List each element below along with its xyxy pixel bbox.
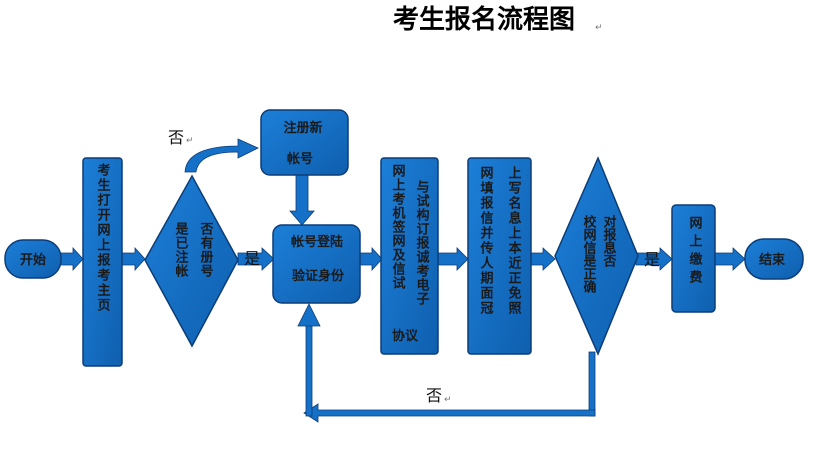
label-yes-login: 是 [244, 249, 260, 268]
node-start-label: 开始 [20, 252, 46, 268]
node-check-registered-right: 否有册号 [198, 222, 215, 278]
diagram-title: 考生报名流程图 [393, 4, 575, 35]
loop-arrow-up-head [297, 303, 321, 327]
node-open-page: 考生打开网上报考主页 [82, 157, 123, 367]
arrow-open-to-check-registered [121, 246, 146, 272]
node-new-account-line1: 注册新 [283, 120, 322, 136]
node-check-correct: 校网信是正确 对报息否 [554, 156, 639, 356]
node-end: 结束 [744, 238, 804, 280]
svg-text:↵: ↵ [444, 395, 452, 405]
label-no-register: 否 [168, 128, 184, 147]
svg-text:↵: ↵ [186, 136, 194, 146]
node-check-correct-right: 对报息否 [601, 214, 618, 268]
node-check-registered: 是已注帐 否有册号 [144, 174, 239, 348]
arrow-new-account-to-login [289, 174, 315, 226]
node-fill-info: 网填报信并传人期面冠 上写名息上本近正免照 [467, 157, 532, 355]
label-yes-pay: 是 [644, 250, 660, 269]
node-new-account-line2: 帐号 [287, 151, 313, 167]
arrow-start-to-open [60, 246, 84, 272]
arrow-agreement-to-fill-info [436, 247, 469, 271]
arrow-login-to-agreement [359, 246, 383, 272]
arrow-fill-info-to-check [529, 247, 556, 271]
svg-text:↵: ↵ [595, 23, 603, 33]
node-login-verify: 帐号登陆 验证身份 [272, 224, 361, 304]
node-fill-info-col1: 网填报信并传人期面冠 [478, 166, 495, 316]
node-check-registered-left: 是已注帐 [173, 222, 190, 278]
loop-line-up [305, 324, 313, 417]
node-sign-agreement: 网上考机签网及信试 与试构订报诚考电子 协议 [380, 157, 439, 355]
arrow-check-yes-to-pay [635, 247, 673, 271]
node-pay-online: 网上缴费 [671, 204, 716, 313]
node-open-page-label: 考生打开网上报考主页 [95, 162, 111, 313]
node-login-line1: 帐号登陆 [291, 234, 343, 250]
arrow-pay-to-end [714, 247, 746, 271]
node-login-line2: 验证身份 [292, 268, 345, 284]
node-pay-label: 网上缴费 [687, 216, 703, 288]
arrow-registered-yes-to-login [237, 247, 275, 271]
node-new-account: 注册新 帐号 [260, 109, 349, 176]
node-agreement-col2: 与试构订报诚考电子 [414, 180, 430, 306]
loop-line-down [588, 351, 596, 417]
loop-arrow-left [303, 403, 596, 423]
arrow-registered-no-to-new-account [184, 138, 259, 173]
arrows [60, 138, 746, 423]
node-end-label: 结束 [759, 252, 786, 268]
node-start: 开始 [4, 239, 62, 279]
node-agreement-col1: 网上考机签网及信试 [390, 164, 407, 290]
node-check-correct-left: 校网信是正确 [581, 214, 598, 294]
node-fill-info-col2: 上写名息上本近正免照 [506, 166, 522, 316]
label-no-loop: 否 [426, 386, 442, 405]
node-agreement-col3: 协议 [392, 328, 419, 344]
